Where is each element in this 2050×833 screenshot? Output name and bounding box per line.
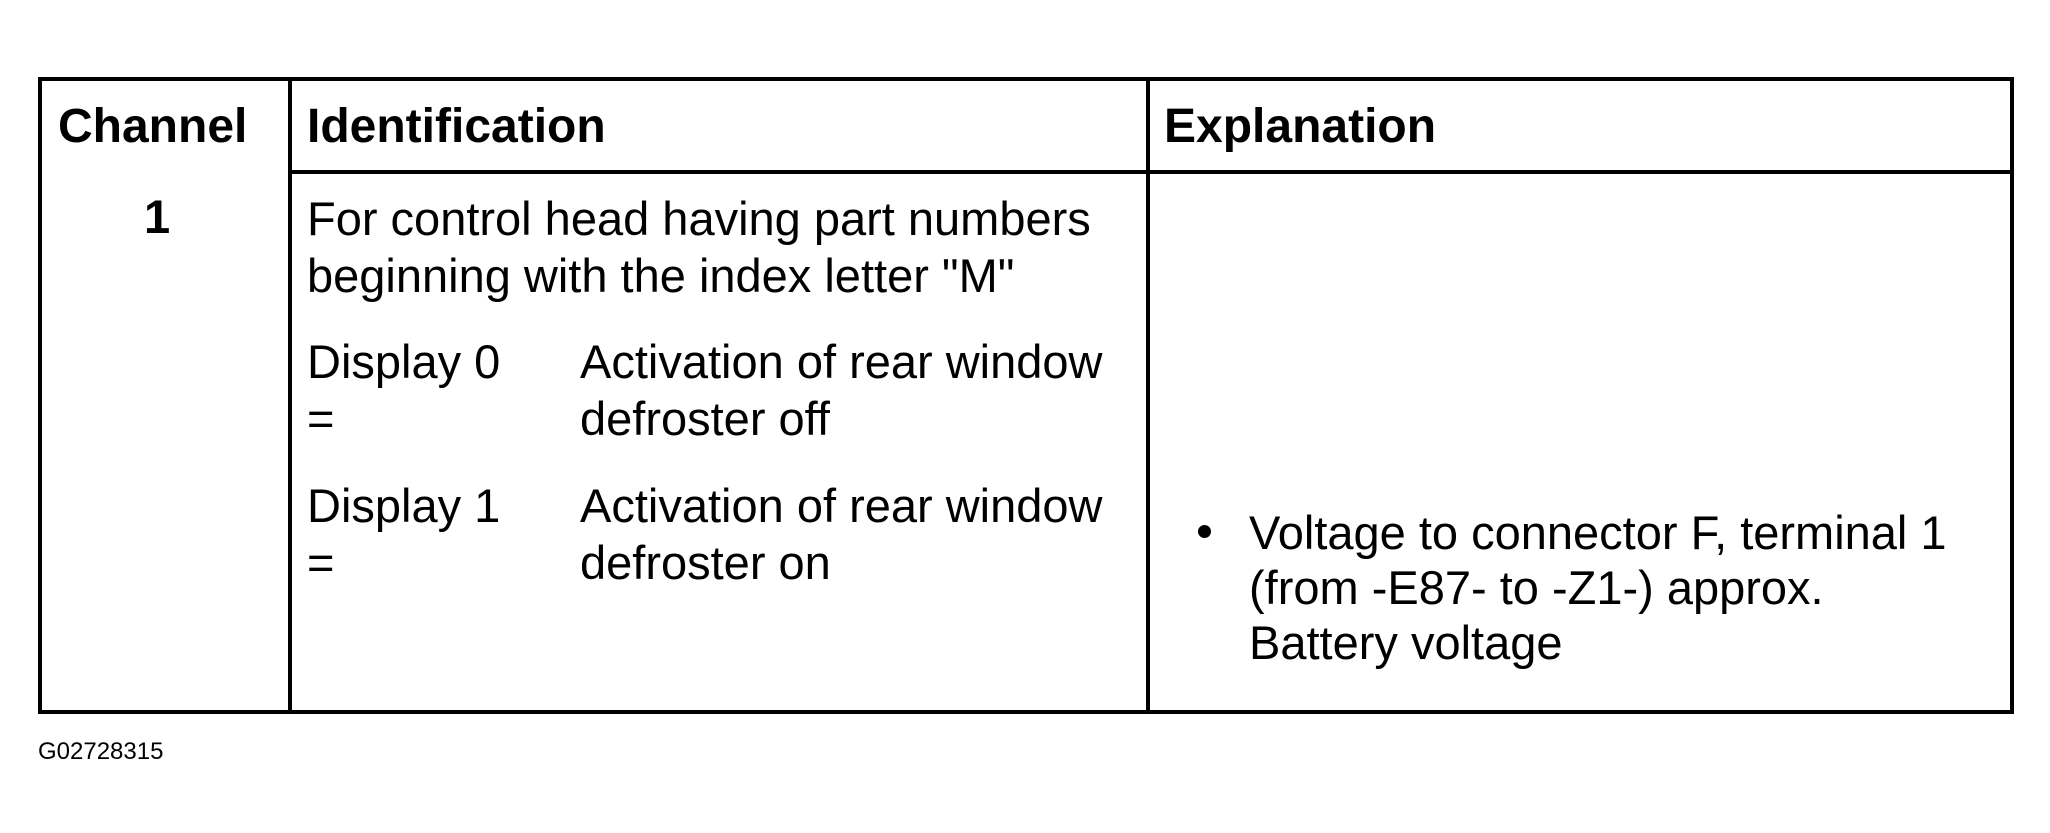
display-1-label-line-1: Display 1 bbox=[307, 479, 501, 532]
channel-table: Channel Identification Explanation 1 For… bbox=[38, 77, 2014, 714]
explanation-line-1: Voltage to connector F, terminal 1 bbox=[1249, 506, 1947, 559]
identification-intro-line-2: beginning with the index letter "M" bbox=[307, 249, 1015, 302]
identification-intro-line-1: For control head having part numbers bbox=[307, 192, 1091, 245]
display-0-label-line-1: Display 0 bbox=[307, 335, 501, 388]
explanation-line-2: (from -E87- to -Z1-) approx. bbox=[1249, 561, 1824, 614]
display-1-description-line-2: defroster on bbox=[580, 536, 831, 589]
header-divider bbox=[288, 170, 2010, 174]
column-divider-1 bbox=[288, 81, 292, 710]
header-channel: Channel bbox=[58, 100, 248, 153]
channel-value: 1 bbox=[144, 190, 171, 243]
display-1-description-line-1: Activation of rear window bbox=[580, 479, 1103, 532]
display-0-label-line-2: = bbox=[307, 392, 335, 445]
column-divider-2 bbox=[1146, 81, 1150, 710]
header-identification: Identification bbox=[307, 100, 606, 153]
display-1-label-line-2: = bbox=[307, 536, 335, 589]
explanation-line-3: Battery voltage bbox=[1249, 616, 1563, 669]
header-explanation: Explanation bbox=[1164, 100, 1437, 153]
display-0-description-line-2: defroster off bbox=[580, 392, 830, 445]
figure-id: G02728315 bbox=[38, 738, 164, 765]
display-0-description-line-1: Activation of rear window bbox=[580, 335, 1103, 388]
bullet-icon bbox=[1198, 525, 1211, 538]
